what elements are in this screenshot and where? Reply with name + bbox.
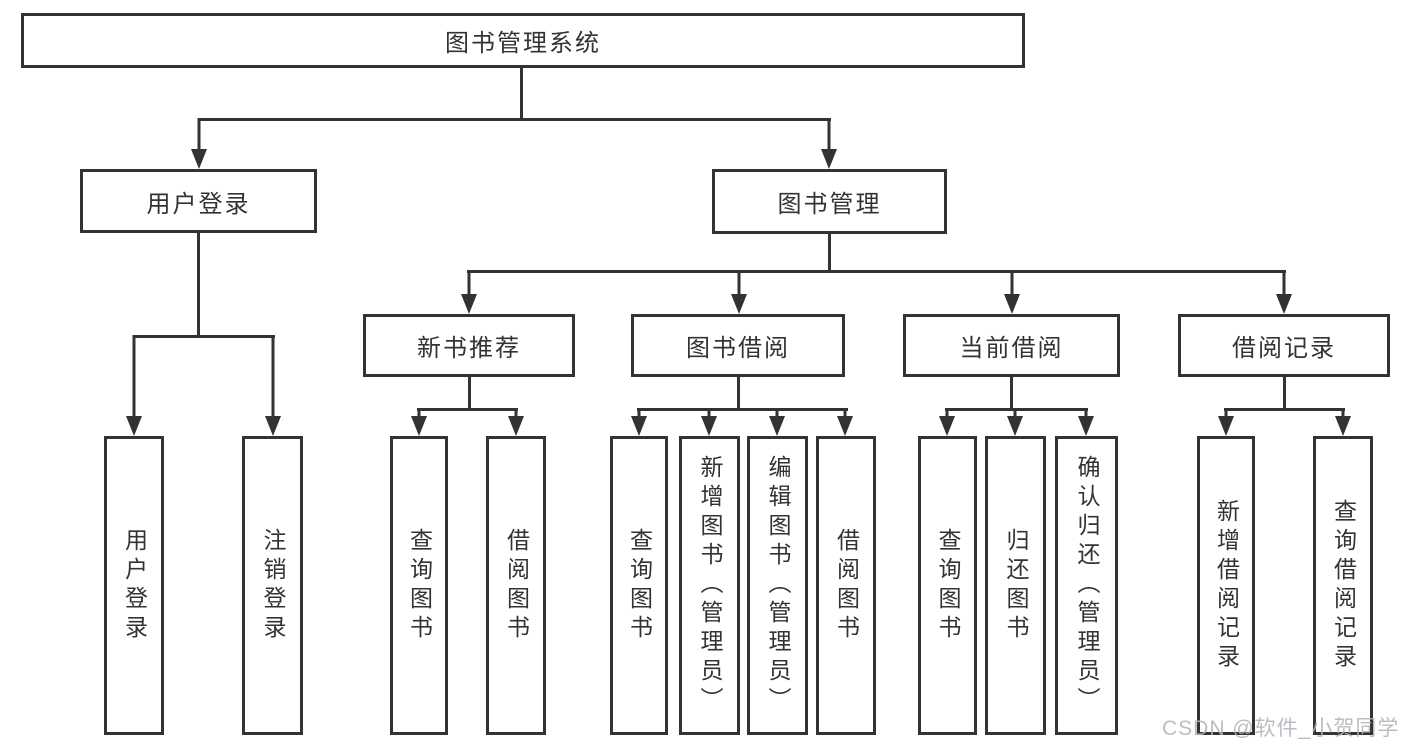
- connector-arrow: [508, 408, 524, 436]
- node-borrowing-records: 借阅记录: [1178, 314, 1390, 377]
- node-label: 当前借阅: [959, 335, 1064, 362]
- connector-line: [198, 118, 831, 121]
- leaf-label: 用户登录: [121, 527, 148, 644]
- node-label: 图书管理系统: [445, 30, 601, 57]
- connector-arrow: [1218, 408, 1234, 436]
- connector-arrow: [1335, 408, 1351, 436]
- connector-line: [467, 270, 1286, 273]
- connector-line: [417, 408, 518, 411]
- connector-arrow: [265, 335, 281, 436]
- node-label: 用户登录: [146, 190, 251, 218]
- leaf-cb-return-books: 归还图书: [985, 436, 1046, 735]
- connector-arrow: [1004, 270, 1020, 314]
- leaf-label: 借阅图书: [833, 527, 860, 644]
- node-new-book-recommendation: 新书推荐: [363, 314, 575, 377]
- connector-line: [197, 232, 200, 337]
- connector-line: [737, 376, 740, 410]
- node-library-management-system: 图书管理系统: [21, 13, 1025, 68]
- connector-line: [1283, 376, 1286, 410]
- leaf-br-query-borrow-record: 查询借阅记录: [1313, 436, 1373, 735]
- leaf-label: 新增图书（管理员）: [697, 455, 723, 716]
- leaf-label: 查询图书: [935, 527, 961, 644]
- leaf-logout: 注销登录: [242, 436, 303, 735]
- connector-arrow: [821, 118, 837, 169]
- leaf-label: 查询图书: [406, 527, 433, 644]
- watermark-text: CSDN @软件_小贺同学: [1162, 717, 1400, 740]
- connector-arrow: [731, 270, 747, 314]
- connector-line: [637, 408, 848, 411]
- leaf-label: 注销登录: [260, 527, 286, 644]
- connector-arrow: [126, 335, 142, 436]
- leaf-cb-query-books: 查询图书: [918, 436, 977, 735]
- leaf-user-login: 用户登录: [104, 436, 164, 735]
- connector-arrow: [701, 408, 717, 436]
- connector-arrow: [631, 408, 647, 436]
- leaf-nbr-borrow-books: 借阅图书: [486, 436, 546, 735]
- node-label: 图书借阅: [686, 335, 790, 362]
- connector-arrow: [461, 270, 477, 314]
- connector-line: [468, 376, 471, 410]
- leaf-bb-borrow-books: 借阅图书: [816, 436, 876, 735]
- connector-arrow: [1007, 408, 1023, 436]
- node-current-borrowing: 当前借阅: [903, 314, 1120, 377]
- node-user-login: 用户登录: [80, 169, 317, 233]
- leaf-label: 查询图书: [626, 527, 653, 644]
- connector-line: [133, 335, 275, 338]
- connector-line: [1224, 408, 1345, 411]
- leaf-label: 确认归还（管理员）: [1074, 455, 1100, 716]
- node-book-management: 图书管理: [712, 169, 947, 234]
- connector-arrow: [411, 408, 427, 436]
- connector-line: [1010, 376, 1013, 410]
- connector-arrow: [939, 408, 955, 436]
- connector-arrow: [191, 118, 207, 169]
- leaf-bb-query-books: 查询图书: [610, 436, 668, 735]
- connector-line: [520, 68, 523, 120]
- node-label: 图书管理: [777, 191, 882, 218]
- leaf-cb-confirm-return-admin: 确认归还（管理员）: [1055, 436, 1118, 735]
- leaf-br-add-borrow-record: 新增借阅记录: [1197, 436, 1255, 735]
- leaf-label: 新增借阅记录: [1213, 498, 1240, 673]
- connector-line: [828, 232, 831, 272]
- leaf-label: 查询借阅记录: [1330, 498, 1357, 673]
- leaf-label: 借阅图书: [503, 527, 530, 644]
- connector-arrow: [1078, 408, 1094, 436]
- connector-arrow: [837, 408, 853, 436]
- node-label: 借阅记录: [1232, 335, 1336, 362]
- leaf-bb-edit-book-admin: 编辑图书（管理员）: [747, 436, 808, 735]
- leaf-label: 编辑图书（管理员）: [765, 455, 791, 716]
- node-book-borrowing: 图书借阅: [631, 314, 845, 377]
- node-label: 新书推荐: [417, 335, 521, 362]
- leaf-nbr-query-books: 查询图书: [390, 436, 448, 735]
- leaf-bb-add-book-admin: 新增图书（管理员）: [679, 436, 740, 735]
- leaf-label: 归还图书: [1003, 527, 1029, 644]
- connector-arrow: [769, 408, 785, 436]
- connector-arrow: [1276, 270, 1292, 314]
